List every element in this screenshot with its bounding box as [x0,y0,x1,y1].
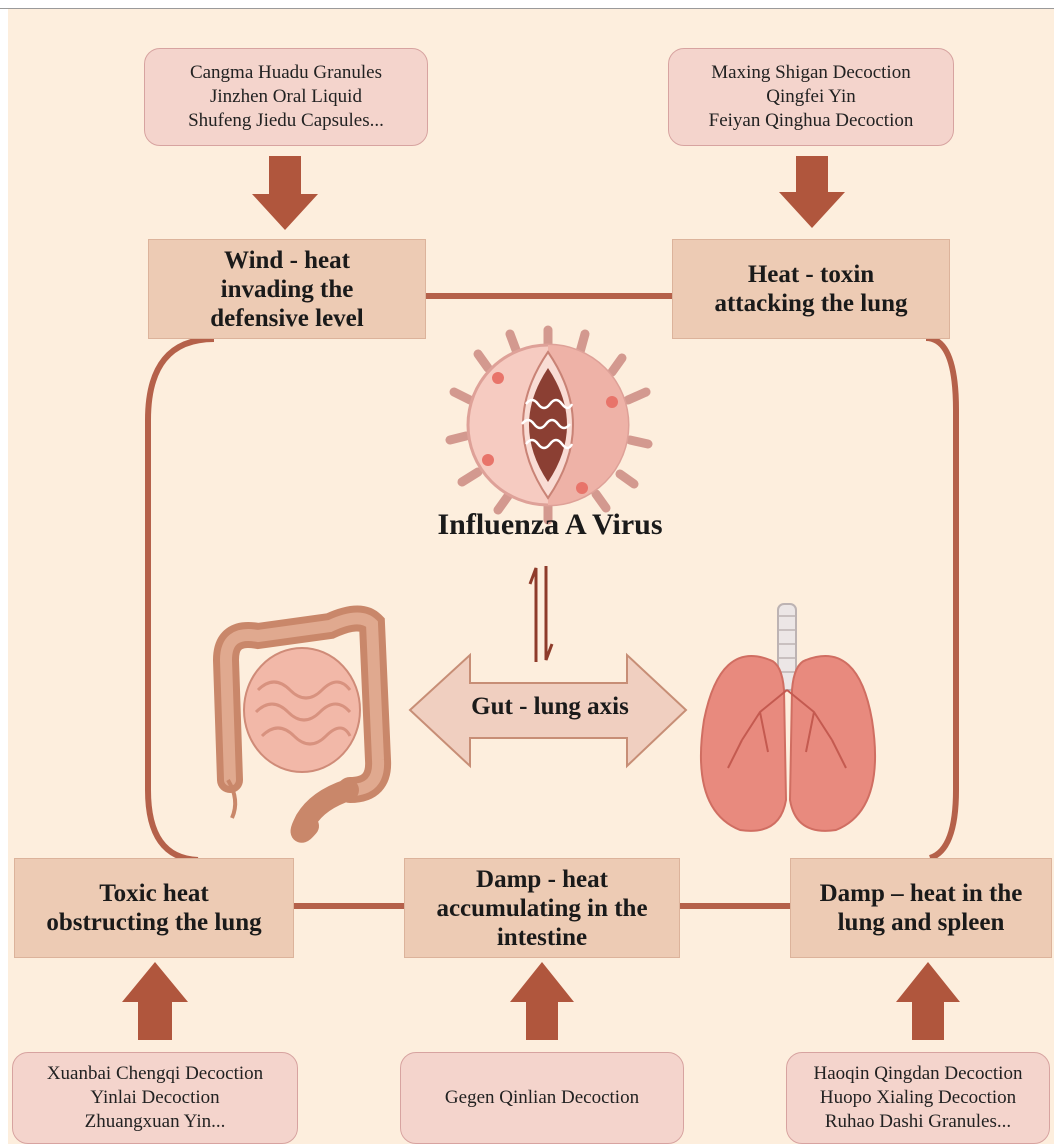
virus-icon [450,330,648,520]
stage-label: lung and spleen [820,908,1023,937]
herb-box-top-right: Maxing Shigan Decoction Qingfei Yin Feiy… [668,48,954,146]
herb-box-bottom-center: Gegen Qinlian Decoction [400,1052,684,1144]
herb-name: Maxing Shigan Decoction [709,61,914,85]
virus-label: Influenza A Virus [380,508,720,542]
stage-box-bottom-center: Damp - heat accumulating in the intestin… [404,858,680,958]
herb-name: Cangma Huadu Granules [188,61,384,85]
stage-box-bottom-left: Toxic heat obstructing the lung [14,858,294,958]
herb-box-bottom-left: Xuanbai Chengqi Decoction Yinlai Decocti… [12,1052,298,1144]
arrow-down-right [779,156,845,228]
stage-label: intestine [436,923,647,952]
stage-label: Wind - heat [210,246,363,275]
stage-label: Damp – heat in the [820,879,1023,908]
herb-name: Shufeng Jiedu Capsules... [188,109,384,133]
equilibrium-arrows-icon [530,566,552,662]
herb-name: Qingfei Yin [709,85,914,109]
herb-name: Feiyan Qinghua Decoction [709,109,914,133]
stage-box-top-left: Wind - heat invading the defensive level [148,239,426,339]
herb-name: Yinlai Decoction [47,1086,263,1110]
herb-name: Zhuangxuan Yin... [47,1110,263,1134]
arrow-up-left [122,962,188,1040]
herb-box-bottom-right: Haoqin Qingdan Decoction Huopo Xialing D… [786,1052,1050,1144]
herb-name: Xuanbai Chengqi Decoction [47,1062,263,1086]
stage-label: invading the [210,275,363,304]
stage-label: accumulating in the [436,894,647,923]
arrow-up-center [510,962,574,1040]
herb-box-top-left: Cangma Huadu Granules Jinzhen Oral Liqui… [144,48,428,146]
herb-name: Jinzhen Oral Liquid [188,85,384,109]
stage-label: obstructing the lung [46,908,261,937]
stage-label: Heat - toxin [714,260,907,289]
stage-box-bottom-right: Damp – heat in the lung and spleen [790,858,1052,958]
stage-label: defensive level [210,304,363,333]
gut-lung-axis-label: Gut - lung axis [440,693,660,721]
intestine-icon [226,618,378,831]
stage-box-top-right: Heat - toxin attacking the lung [672,239,950,339]
stage-label: attacking the lung [714,289,907,318]
arrow-up-right [896,962,960,1040]
stage-label: Toxic heat [46,879,261,908]
herb-name: Haoqin Qingdan Decoction [814,1062,1023,1086]
lungs-icon [701,604,875,831]
herb-name: Huopo Xialing Decoction [814,1086,1023,1110]
stage-label: Damp - heat [436,865,647,894]
arrow-down-left [252,156,318,230]
herb-name: Gegen Qinlian Decoction [445,1086,639,1110]
herb-name: Ruhao Dashi Granules... [814,1110,1023,1134]
